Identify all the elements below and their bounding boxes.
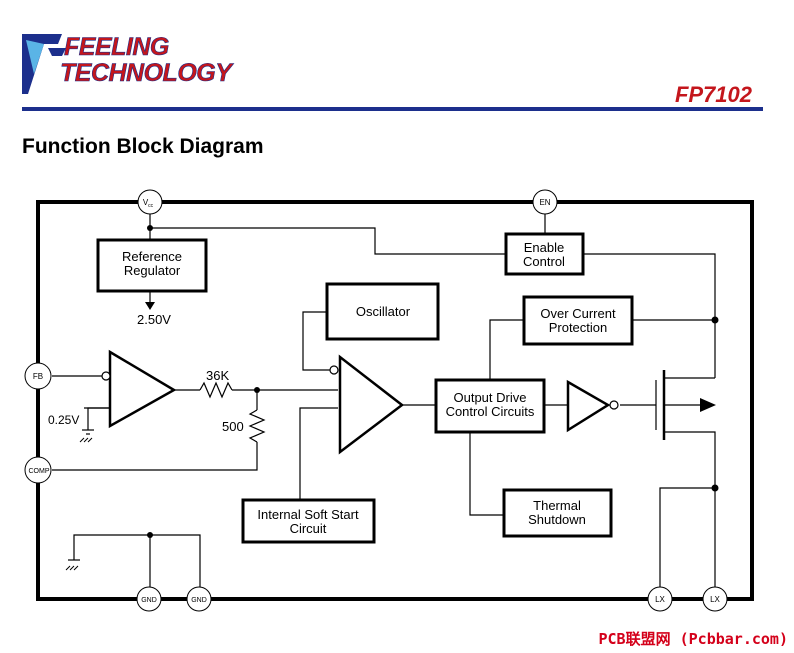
logo-mark-icon (22, 34, 66, 94)
enable-label-2: Control (523, 254, 565, 269)
pin-lx-2-label: LX (710, 595, 720, 604)
ref-reg-label-2: Regulator (124, 263, 181, 278)
oscillator-block (325, 282, 440, 341)
mosfet-body-arrow (700, 398, 716, 412)
pin-fb-label: FB (33, 372, 43, 381)
part-number: FP7102 (674, 82, 752, 107)
error-amplifier (108, 349, 177, 429)
header-rule (22, 107, 763, 111)
pin-en (532, 189, 558, 215)
output-drive-block (434, 378, 546, 434)
pin-fb (24, 362, 52, 390)
resistor-36k-label: 36K (206, 368, 229, 383)
pwm-comparator (338, 354, 405, 455)
enable-label-1: Enable (524, 240, 564, 255)
pin-vcc-label: Vcc (143, 198, 154, 209)
company-name-line2: TECHNOLOGY (60, 59, 233, 87)
output-drive-label-2: Control Circuits (446, 404, 535, 419)
output-drive-label-1: Output Drive (454, 390, 527, 405)
pin-en-label: EN (539, 198, 550, 207)
pin-lx-1-label: LX (655, 595, 665, 604)
pin-comp-label: COMP (29, 468, 50, 475)
thermal-label-1: Thermal (533, 498, 581, 513)
thermal-shutdown-block (502, 488, 613, 538)
company-logo (18, 30, 278, 100)
section-title: Function Block Diagram (22, 135, 264, 158)
reference-regulator-block (96, 238, 208, 293)
ref-voltage-label: 2.50V (137, 312, 171, 327)
pin-lx-1 (647, 586, 673, 612)
pin-comp (24, 456, 52, 484)
ref-reg-label-1: Reference (122, 249, 182, 264)
thermal-label-2: Shutdown (528, 512, 586, 527)
pin-vcc (137, 189, 163, 215)
ocp-label-2: Protection (549, 320, 608, 335)
bias-voltage-label: 0.25V (48, 413, 79, 427)
soft-start-label-1: Internal Soft Start (257, 507, 359, 522)
pin-gnd-1 (136, 586, 162, 612)
soft-start-block (241, 498, 376, 544)
resistor-500-label: 500 (222, 419, 244, 434)
chip-outline (36, 200, 754, 601)
gate-driver-buffer (566, 379, 611, 433)
soft-start-label-2: Circuit (290, 521, 327, 536)
pin-gnd-1-label: GND (141, 597, 157, 604)
ocp-label-1: Over Current (540, 306, 616, 321)
oscillator-label: Oscillator (356, 304, 411, 319)
ref-output-arrow (145, 302, 155, 310)
company-name-line1: FEELING (64, 33, 170, 61)
watermark-text: PCB联盟网 (Pcbbar.com) (598, 630, 789, 648)
pin-lx-2 (702, 586, 728, 612)
pin-gnd-2-label: GND (191, 597, 207, 604)
over-current-protection-block (522, 295, 634, 346)
enable-control-block (504, 232, 585, 276)
pin-gnd-2 (186, 586, 212, 612)
